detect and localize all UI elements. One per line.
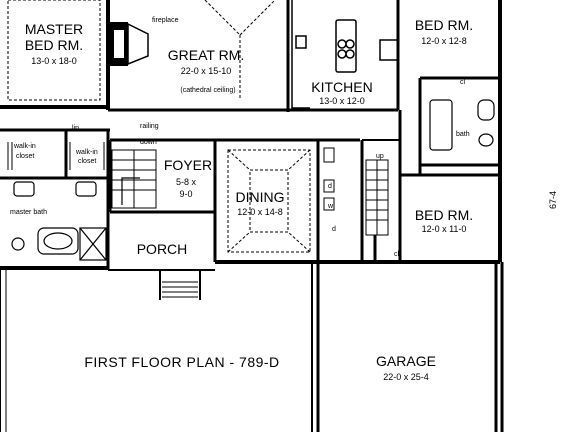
great-room-note: (cathedral ceiling) (180, 87, 235, 94)
cl-label-2: cl (394, 251, 400, 258)
walk-in-closet-2b: closet (78, 158, 96, 165)
bath-fixtures (11, 99, 495, 261)
kitchen-counters (291, 0, 399, 109)
cl-label-1: cl (460, 79, 466, 86)
bed-room-2-title: BED RM. (415, 207, 473, 223)
overall-dimension: 67-4 (548, 191, 558, 209)
master-bed-title: MASTER (25, 21, 83, 37)
dining-title: DINING (236, 189, 285, 205)
fireplace-icon (110, 22, 149, 66)
dishwasher-label: d (332, 226, 336, 233)
lin-label: lin. (72, 125, 81, 132)
master-bath-label: master bath (10, 209, 47, 216)
closet-shelves (7, 142, 335, 211)
master-bed-title-2: BED RM. (25, 37, 83, 53)
master-bed-dim: 13-0 x 18-0 (31, 56, 77, 66)
down-label: down (140, 139, 157, 146)
walls (0, 0, 504, 432)
great-room-title: GREAT RM. (168, 47, 245, 63)
garage-dim: 22-0 x 25-4 (383, 372, 429, 382)
dryer-label: d (328, 183, 332, 190)
kitchen-title: KITCHEN (311, 79, 372, 95)
great-room-dim: 22-0 x 15-10 (181, 66, 232, 76)
walk-in-closet-2: walk-in (75, 149, 98, 156)
railing-label: railing (140, 123, 159, 130)
stairs-down (111, 149, 157, 209)
fireplace-label: fireplace (152, 17, 179, 24)
porch-title: PORCH (137, 241, 188, 257)
up-label: up (376, 153, 384, 160)
ceiling-dashes (7, 0, 311, 253)
bath-label: bath (456, 131, 470, 138)
walk-in-closet-1b: closet (16, 153, 34, 160)
foyer-title: FOYER (164, 157, 212, 173)
stairs-up (365, 159, 389, 236)
porch-steps (162, 281, 198, 298)
dining-dim: 12-0 x 14-8 (237, 207, 283, 217)
garage-title: GARAGE (376, 353, 436, 369)
bed-room-2-dim: 12-0 x 11-0 (422, 224, 467, 234)
bed-room-1-dim: 12-0 x 12-8 (421, 36, 467, 46)
plan-title: FIRST FLOOR PLAN - 789-D (84, 354, 279, 370)
washer-label: w (327, 203, 334, 210)
foyer-dim-2: 9-0 (179, 189, 192, 199)
walk-in-closet-1: walk-in (13, 143, 36, 150)
kitchen-dim: 13-0 x 12-0 (319, 96, 365, 106)
bed-room-1-title: BED RM. (415, 17, 473, 33)
foyer-dim: 5-8 x (176, 177, 197, 187)
